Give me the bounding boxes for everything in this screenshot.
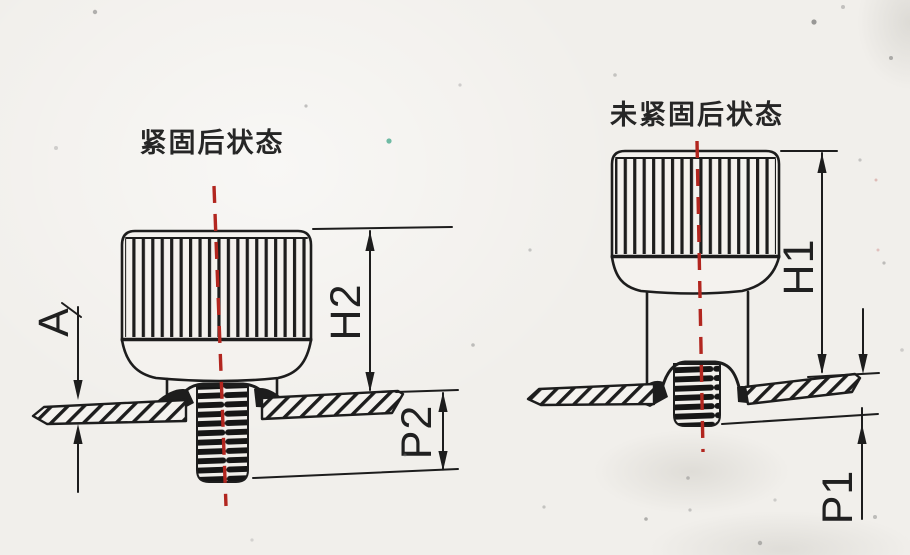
dim-P1-arrow-up: [857, 424, 867, 444]
dim-P2-arrow-up: [438, 392, 448, 412]
dimension-P1: P1: [721, 308, 879, 525]
dimension-H2: H2: [312, 226, 459, 393]
dim-P2-ext-bottom: [252, 468, 459, 479]
knurl-texture: [615, 159, 776, 254]
figure-unfastened: 未紧固后状态 H1: [526, 100, 880, 525]
dim-P2-arrow-down: [438, 451, 448, 471]
head-skirt: [120, 338, 313, 383]
dim-A-arrow-down: [73, 380, 83, 400]
dim-P1-label: P1: [814, 470, 862, 525]
figure-fastened: 紧固后状态 A: [30, 128, 459, 507]
dim-H1-arrow-down: [817, 354, 827, 374]
sheet-panel-left: [31, 398, 188, 426]
dim-A-label: A: [30, 307, 78, 337]
dimension-H1: H1: [775, 150, 880, 378]
sheet-panel-right: [743, 372, 862, 406]
threaded-stud: [196, 385, 249, 483]
centerline-left: [212, 185, 228, 507]
dim-A-arrow-up: [73, 424, 83, 444]
dim-H2-label: H2: [322, 284, 370, 341]
paper-speckles: [54, 5, 904, 546]
sheet-panel-left: [526, 382, 656, 407]
dimension-A: A: [30, 302, 83, 493]
sheet-top-ext-line: [807, 372, 880, 378]
dim-P1-arrow-down: [858, 354, 868, 374]
figure-fastened-title: 紧固后状态: [140, 128, 285, 158]
centerline-right: [695, 140, 705, 453]
dim-H1-arrow-up: [817, 153, 827, 173]
threaded-stud: [673, 363, 721, 427]
dim-H1-label: H1: [775, 239, 823, 296]
dim-H2-arrow-down: [365, 372, 375, 392]
dim-H2-arrow-up: [365, 231, 375, 251]
figure-unfastened-title: 未紧固后状态: [610, 100, 784, 130]
sheet-panel-right: [260, 389, 405, 421]
head-skirt: [610, 255, 781, 295]
dim-H2-ext-top: [312, 226, 453, 230]
dim-P1-ext-bottom: [721, 413, 879, 425]
sheet-top-ext-line: [395, 389, 459, 393]
dim-P2-label: P2: [393, 405, 441, 460]
clinch-nut-dome: [658, 360, 743, 401]
dimension-P2: P2: [252, 392, 459, 479]
